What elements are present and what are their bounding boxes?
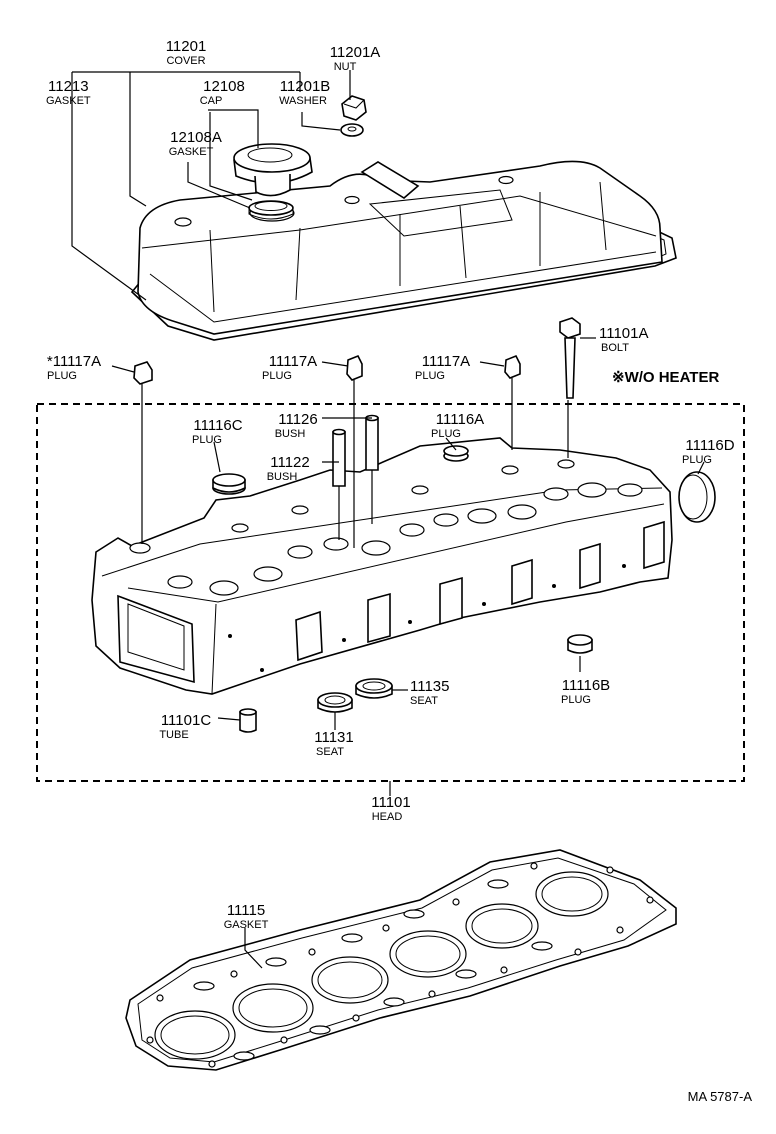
leader-lines xyxy=(71,70,705,969)
label-cap-gasket: 12108A GASKET xyxy=(169,129,222,158)
svg-text:11116D: 11116D xyxy=(685,437,734,454)
plug-11116d-drawing xyxy=(678,471,716,523)
svg-text:11116B: 11116B xyxy=(562,677,610,694)
seat-11135-drawing xyxy=(355,678,393,699)
svg-text:11117A: 11117A xyxy=(269,353,317,370)
label-plug-11117a-left: *11117A PLUG xyxy=(47,353,101,382)
svg-text:PLUG: PLUG xyxy=(682,454,712,466)
label-head: 11101 HEAD xyxy=(371,794,411,823)
svg-text:PLUG: PLUG xyxy=(561,694,591,706)
svg-text:WASHER: WASHER xyxy=(279,95,327,107)
plug-11116b-drawing xyxy=(567,634,593,654)
svg-text:BUSH: BUSH xyxy=(267,471,298,483)
label-plug-11117a-mid: 11117A PLUG xyxy=(262,353,317,382)
svg-text:*11117A: *11117A xyxy=(47,353,101,370)
svg-text:11131: 11131 xyxy=(314,729,354,746)
svg-text:11101A: 11101A xyxy=(599,325,649,342)
label-plug-11116d: 11116D PLUG xyxy=(682,437,735,466)
bush-11126-drawing xyxy=(365,414,379,471)
note-wo-heater: ※W/O HEATER xyxy=(612,369,719,386)
label-bush-11126: 11126 BUSH xyxy=(275,411,318,440)
label-bolt: 11101A BOLT xyxy=(599,325,649,354)
svg-text:GASKET: GASKET xyxy=(224,919,269,931)
svg-text:PLUG: PLUG xyxy=(415,370,445,382)
label-bush-11122: 11122 BUSH xyxy=(267,454,310,483)
svg-text:PLUG: PLUG xyxy=(192,434,222,446)
svg-text:11201A: 11201A xyxy=(330,44,381,61)
plug-11117a-left-drawing xyxy=(133,361,153,385)
svg-text:PLUG: PLUG xyxy=(431,428,461,440)
svg-text:11116A: 11116A xyxy=(436,411,484,428)
plug-11116a-drawing xyxy=(443,445,469,462)
label-washer: 11201B WASHER xyxy=(279,78,330,107)
svg-text:11115: 11115 xyxy=(227,902,265,919)
washer-drawing xyxy=(340,123,364,137)
head-assembly-boundary xyxy=(36,403,745,782)
label-plug-11116b: 11116B PLUG xyxy=(561,677,610,706)
svg-text:11135: 11135 xyxy=(410,678,450,695)
svg-text:GASKET: GASKET xyxy=(169,146,214,158)
svg-text:12108: 12108 xyxy=(203,78,245,95)
label-nut: 11201A NUT xyxy=(330,44,381,73)
tube-drawing xyxy=(239,708,257,733)
svg-text:11213: 11213 xyxy=(48,78,89,95)
svg-text:PLUG: PLUG xyxy=(262,370,292,382)
svg-text:11101C: 11101C xyxy=(161,712,211,729)
drawing-code: MA 5787-A xyxy=(688,1089,753,1104)
bush-11122-drawing xyxy=(332,428,346,487)
svg-text:BOLT: BOLT xyxy=(601,342,629,354)
label-plug-11116c: 11116C PLUG xyxy=(192,417,243,446)
head-gasket-drawing xyxy=(125,849,677,1071)
label-seat-11135: 11135 SEAT xyxy=(410,678,450,707)
svg-text:11116C: 11116C xyxy=(193,417,242,434)
seat-11131-drawing xyxy=(317,692,353,713)
svg-text:12108A: 12108A xyxy=(170,129,222,146)
label-valve-cover-gasket: 11213 GASKET xyxy=(46,78,91,107)
svg-text:SEAT: SEAT xyxy=(316,746,344,758)
svg-text:TUBE: TUBE xyxy=(159,729,188,741)
plug-11116c-drawing xyxy=(212,473,246,495)
svg-text:11101: 11101 xyxy=(371,794,411,811)
bolt-drawing xyxy=(559,317,581,399)
svg-text:11201B: 11201B xyxy=(280,78,331,95)
label-plug-11117a-right: 11117A PLUG xyxy=(415,353,470,382)
svg-text:PLUG: PLUG xyxy=(47,370,77,382)
plug-11117a-mid-drawing xyxy=(346,354,363,381)
svg-text:NUT: NUT xyxy=(334,61,357,73)
svg-text:HEAD: HEAD xyxy=(372,811,403,823)
svg-text:11201: 11201 xyxy=(166,38,207,55)
svg-text:11117A: 11117A xyxy=(422,353,470,370)
plug-11117a-right-drawing xyxy=(504,354,521,379)
svg-text:GASKET: GASKET xyxy=(46,95,91,107)
label-seat-11131: 11131 SEAT xyxy=(314,729,354,758)
label-plug-11116a: 11116A PLUG xyxy=(431,411,484,440)
label-cover: 11201 COVER xyxy=(166,38,207,67)
svg-text:SEAT: SEAT xyxy=(410,695,438,707)
label-tube: 11101C TUBE xyxy=(159,712,211,741)
label-head-gasket: 11115 GASKET xyxy=(224,902,269,931)
svg-text:CAP: CAP xyxy=(200,95,223,107)
svg-text:BUSH: BUSH xyxy=(275,428,306,440)
label-cap: 12108 CAP xyxy=(200,78,245,107)
svg-text:COVER: COVER xyxy=(166,55,205,67)
cylinder-head-drawing xyxy=(91,437,673,695)
svg-text:11122: 11122 xyxy=(270,454,310,471)
cap-drawing xyxy=(233,143,313,197)
svg-text:11126: 11126 xyxy=(278,411,318,428)
nut-drawing xyxy=(341,95,367,121)
